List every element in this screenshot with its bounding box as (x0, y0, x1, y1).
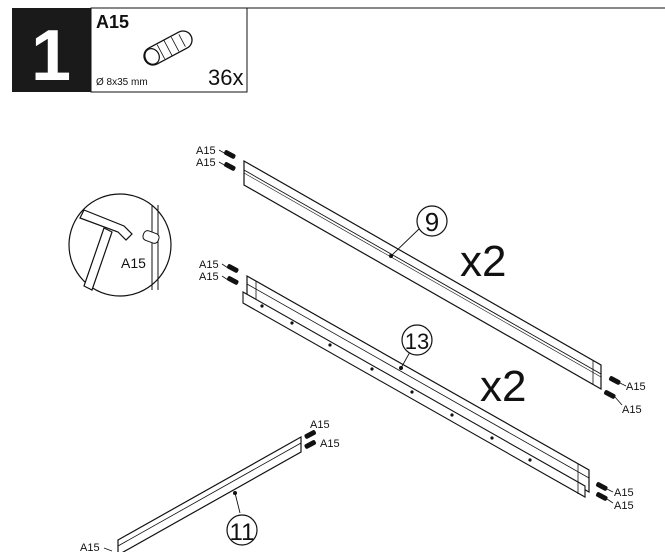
dowels-panel-9-right: A15 A15 (603, 376, 646, 416)
part-code: A15 (96, 12, 129, 32)
panel-9 (243, 159, 602, 391)
dowel-label: A15 (310, 419, 330, 431)
part-number-13: 13 (405, 329, 429, 354)
detail-dowel-label: A15 (121, 255, 146, 271)
part-number-circle-11 (226, 514, 258, 546)
dowels-panel-13-right: A15 A15 (595, 482, 634, 512)
dowel-label: A15 (320, 438, 340, 450)
part-quantity: 36x (208, 65, 243, 90)
dowel-icon (143, 30, 193, 66)
dowel-label: A15 (614, 500, 634, 512)
panel-11 (117, 435, 302, 552)
dowel-label: A15 (626, 381, 646, 393)
dowel-label: A15 (196, 157, 216, 169)
dowel-label: A15 (614, 487, 634, 499)
dowels-panel-9-left: A15 A15 (196, 145, 236, 171)
step-number-box (12, 8, 91, 92)
part-number-circle-13 (401, 324, 433, 356)
hammer-detail: A15 (68, 193, 172, 297)
dowel-label: A15 (196, 145, 216, 157)
dowel-label: A15 (199, 271, 219, 283)
part-number-circle-9 (416, 205, 448, 237)
dowels-panel-13-left: A15 A15 (199, 259, 239, 285)
part-number-11: 11 (230, 519, 255, 546)
part-number-9: 9 (425, 207, 439, 237)
dowel-label: A15 (80, 542, 100, 552)
multiplier-13: x2 (480, 362, 526, 411)
multiplier-9: x2 (460, 237, 506, 286)
part-spec: Ø 8x35 mm (96, 77, 148, 88)
dowel-label: A15 (199, 259, 219, 271)
dowels-panel-11: A15 A15 A15 (80, 419, 340, 552)
step-number: 1 (31, 16, 71, 96)
panel-13 (242, 274, 590, 498)
dowel-label: A15 (622, 404, 642, 416)
